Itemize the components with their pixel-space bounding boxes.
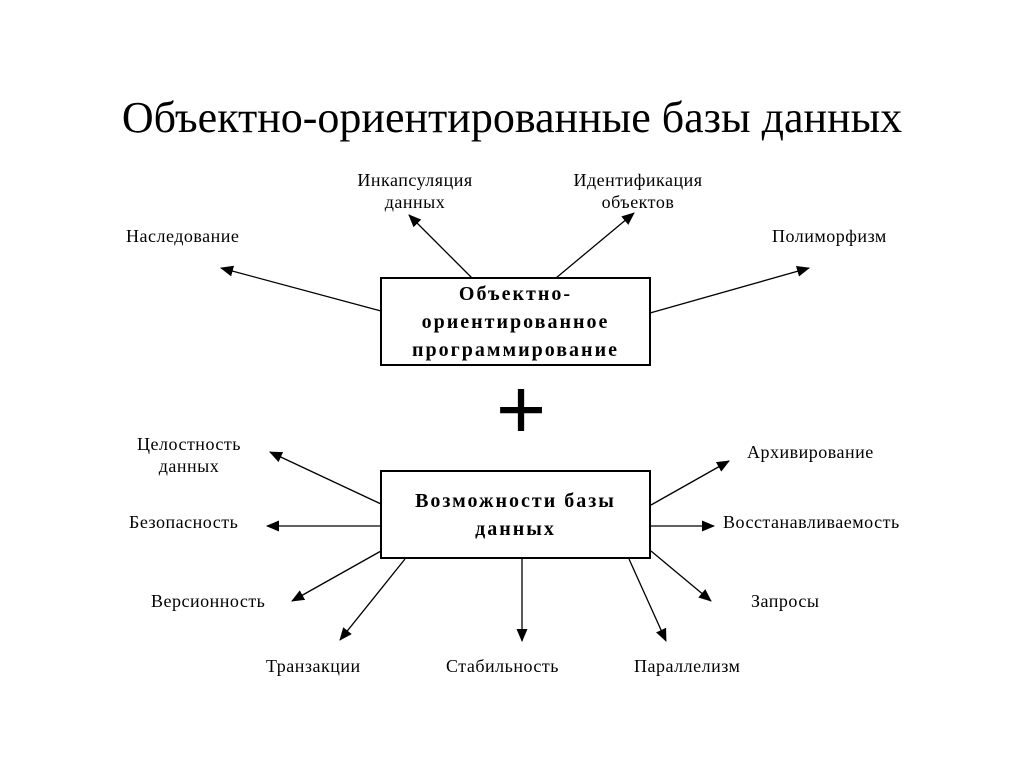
label-inheritance: Наследование (126, 226, 240, 246)
oop-box-line1: Объектно- (458, 282, 573, 305)
arrow-oop-to-encapsulation (408, 214, 473, 279)
oop-box-line2: ориентированное (421, 310, 610, 333)
db-box-line1: Возможности базы (415, 489, 616, 512)
slide-title: Объектно-ориентированные базы данных (121, 93, 903, 142)
oop-box-line3: программирование (412, 338, 619, 361)
arrow-db-to-parallelism (628, 558, 667, 642)
label-polymorphism: Полиморфизм (772, 226, 887, 246)
arrow-db-to-integrity (269, 451, 382, 505)
db-box: Возможности базы данных (380, 470, 651, 559)
arrow-oop-to-polymorphism (649, 265, 810, 314)
label-encapsulation: Инкапсуляция данных (357, 170, 473, 212)
label-identification: Идентификация объектов (573, 170, 703, 212)
label-queries: Запросы (751, 591, 820, 611)
arrow-oop-to-identification (555, 212, 635, 279)
db-box-line2: данных (475, 517, 556, 540)
arrow-db-to-versioning (291, 550, 382, 602)
arrow-db-to-transactions (339, 558, 406, 641)
label-stability: Стабильность (446, 656, 559, 676)
label-security: Безопасность (129, 512, 239, 532)
arrow-db-to-queries (650, 550, 712, 602)
label-integrity: Целостность данных (137, 434, 241, 476)
oop-box: Объектно- ориентированное программирован… (380, 277, 651, 366)
label-versioning: Версионность (151, 591, 266, 611)
label-parallelism: Параллелизм (634, 656, 741, 676)
label-transactions: Транзакции (266, 656, 361, 676)
label-archiving: Архивирование (747, 442, 874, 462)
plus-symbol: + (495, 361, 547, 460)
label-recoverability: Восстанавливаемость (723, 512, 900, 532)
arrow-db-to-archiving (650, 460, 730, 506)
arrow-oop-to-inheritance (220, 265, 382, 312)
